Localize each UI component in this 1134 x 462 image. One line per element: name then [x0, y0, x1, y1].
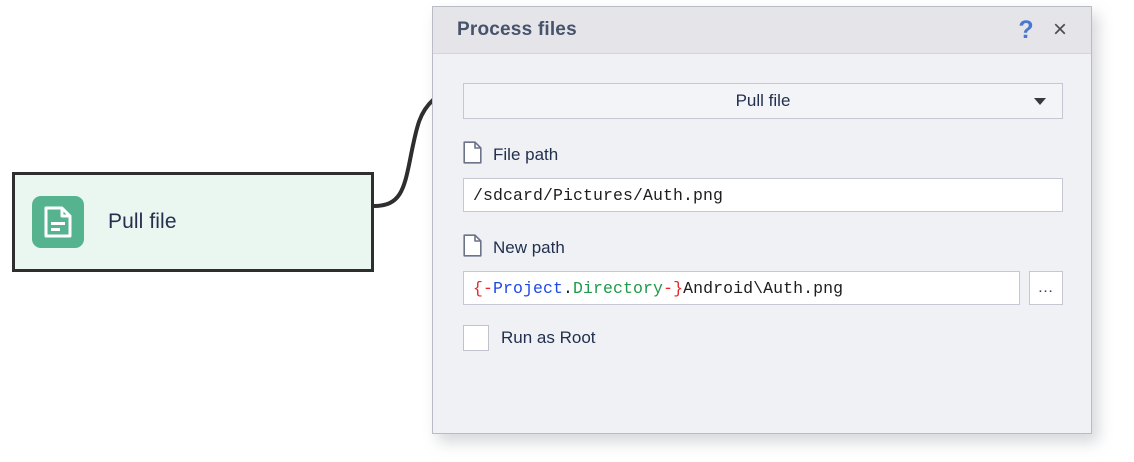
document-icon	[32, 196, 84, 248]
flow-node-pull-file[interactable]: Pull file	[12, 172, 374, 272]
browse-button[interactable]: …	[1029, 271, 1063, 305]
new-path-input[interactable]: {-Project.Directory-}Android\Auth.png	[463, 271, 1020, 305]
new-path-token-dot: .	[563, 278, 574, 298]
file-icon	[463, 234, 482, 262]
new-path-row: {-Project.Directory-}Android\Auth.png …	[463, 271, 1063, 305]
new-path-token-brace: {-	[473, 278, 494, 298]
new-path-token-var: Project	[493, 278, 564, 298]
action-select[interactable]: Pull file	[463, 83, 1063, 119]
new-path-label: New path	[493, 238, 565, 257]
run-as-root-row: Run as Root	[463, 325, 1063, 351]
chevron-down-icon	[1034, 97, 1046, 105]
dialog-titlebar: Process files ? ×	[433, 7, 1091, 54]
flow-node-label: Pull file	[108, 210, 177, 233]
file-path-label-row: File path	[463, 141, 1063, 169]
file-path-label: File path	[493, 145, 559, 164]
run-as-root-label: Run as Root	[501, 328, 596, 347]
action-select-value: Pull file	[735, 91, 791, 110]
new-path-token-prop: Directory	[573, 278, 664, 298]
process-files-dialog: Process files ? × Pull file File path /s…	[432, 6, 1092, 434]
file-path-row: /sdcard/Pictures/Auth.png	[463, 178, 1063, 212]
run-as-root-checkbox[interactable]	[463, 325, 489, 351]
dialog-title: Process files	[457, 19, 577, 40]
help-icon[interactable]: ?	[1018, 15, 1034, 44]
file-icon	[463, 141, 482, 169]
new-path-label-row: New path	[463, 234, 1063, 262]
close-icon[interactable]: ×	[1052, 16, 1067, 43]
file-path-input[interactable]: /sdcard/Pictures/Auth.png	[463, 178, 1063, 212]
dialog-body: Pull file File path /sdcard/Pictures/Aut…	[433, 54, 1091, 351]
new-path-token-plain: Android\Auth.png	[683, 278, 844, 298]
new-path-token-brace: -}	[663, 278, 684, 298]
